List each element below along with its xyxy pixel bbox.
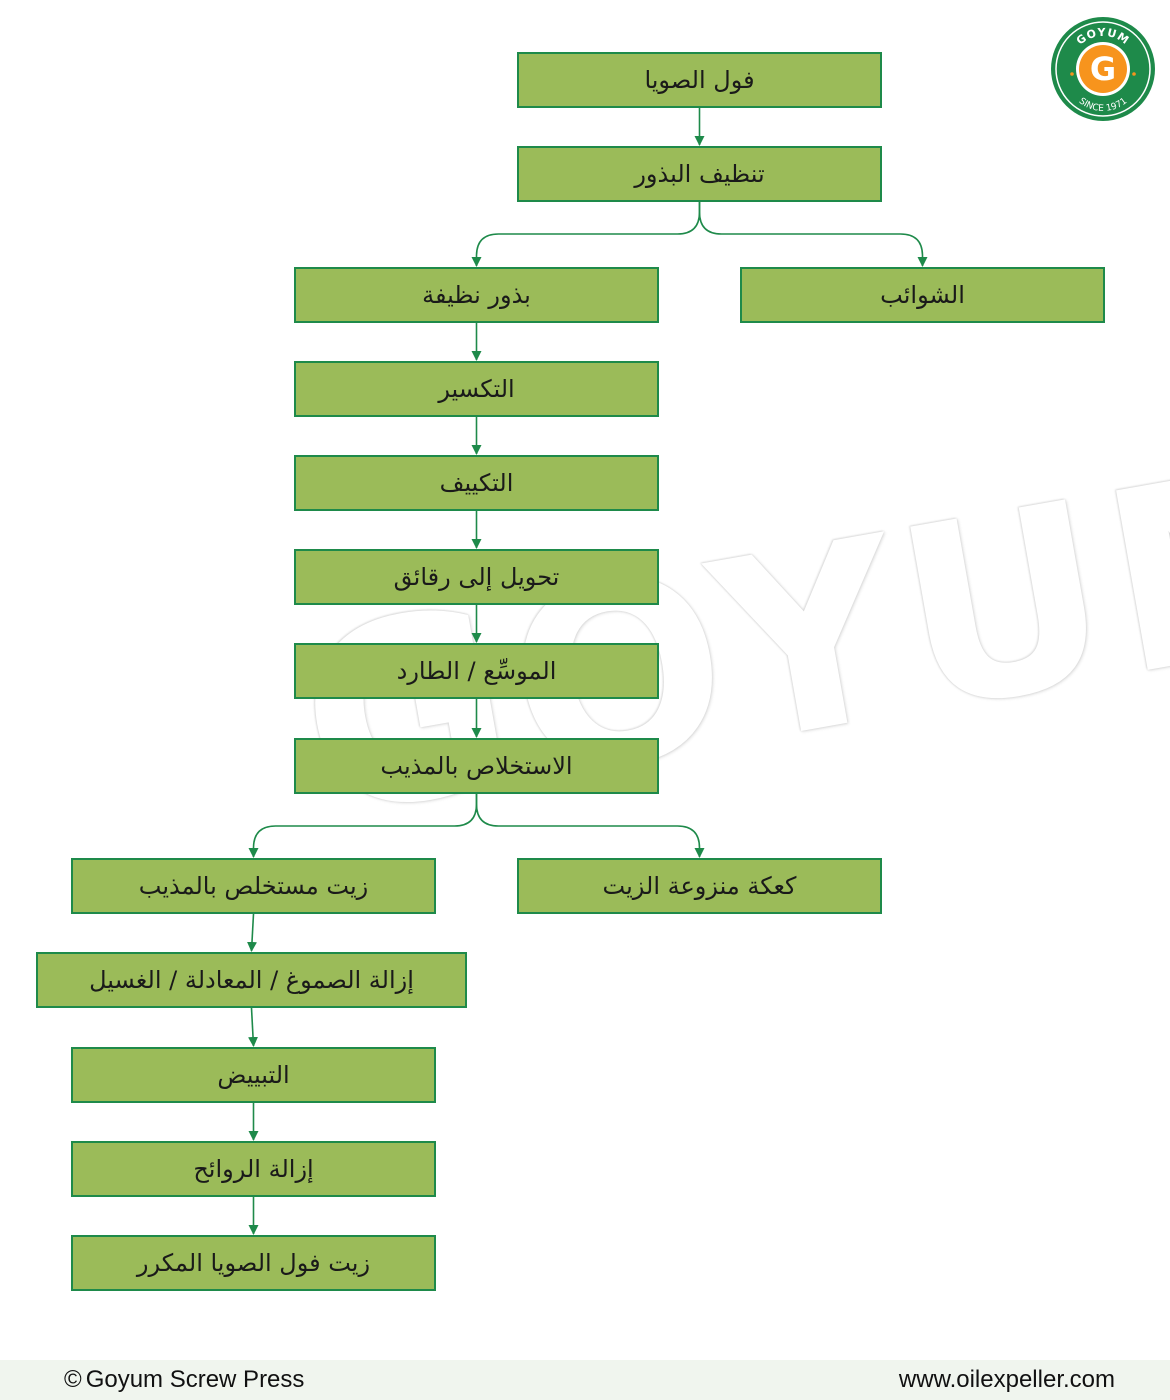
node-clean-seeds: بذور نظيفة — [294, 267, 659, 323]
edge-degumming-to-bleaching — [248, 1007, 259, 1047]
node-bleaching: التبييض — [71, 1047, 436, 1103]
node-extracted-oil: زيت مستخلص بالمذيب — [71, 858, 436, 914]
footer-company: Goyum Screw Press — [85, 1366, 305, 1393]
logo-letter: G — [1090, 50, 1116, 88]
node-flaking: تحويل إلى رقائق — [294, 549, 659, 605]
node-degumming: إزالة الصموغ / المعادلة / الغسيل — [36, 952, 467, 1008]
goyum-logo: G GOYUM SINCE 1971 — [1051, 17, 1155, 121]
footer-website: www.oilexpeller.com — [898, 1366, 1115, 1393]
node-cracking: التكسير — [294, 361, 659, 417]
node-deodorization: إزالة الروائح — [71, 1141, 436, 1197]
edge-solvent-extraction-to-deoiled-cake — [475, 794, 705, 858]
footer: © Goyum Screw Press www.oilexpeller.com — [0, 1360, 1170, 1400]
footer-copyright: © Goyum Screw Press — [64, 1366, 304, 1394]
edge-extracted-oil-to-degumming — [246, 913, 257, 952]
edge-seed-cleaning-to-impurities — [698, 202, 928, 267]
node-refined-oil: زيت فول الصويا المكرر — [71, 1235, 436, 1291]
edge-seed-cleaning-to-clean-seeds — [471, 202, 701, 267]
edge-solvent-extraction-to-extracted-oil — [248, 794, 478, 858]
copyright-icon: © — [64, 1366, 82, 1393]
node-soybean: فول الصويا — [517, 52, 882, 108]
node-conditioning: التكييف — [294, 455, 659, 511]
node-deoiled-cake: كعكة منزوعة الزيت — [517, 858, 882, 914]
node-expander: الموسِّع / الطارد — [294, 643, 659, 699]
node-impurities: الشوائب — [740, 267, 1105, 323]
node-seed-cleaning: تنظيف البذور — [517, 146, 882, 202]
node-solvent-extraction: الاستخلاص بالمذيب — [294, 738, 659, 794]
